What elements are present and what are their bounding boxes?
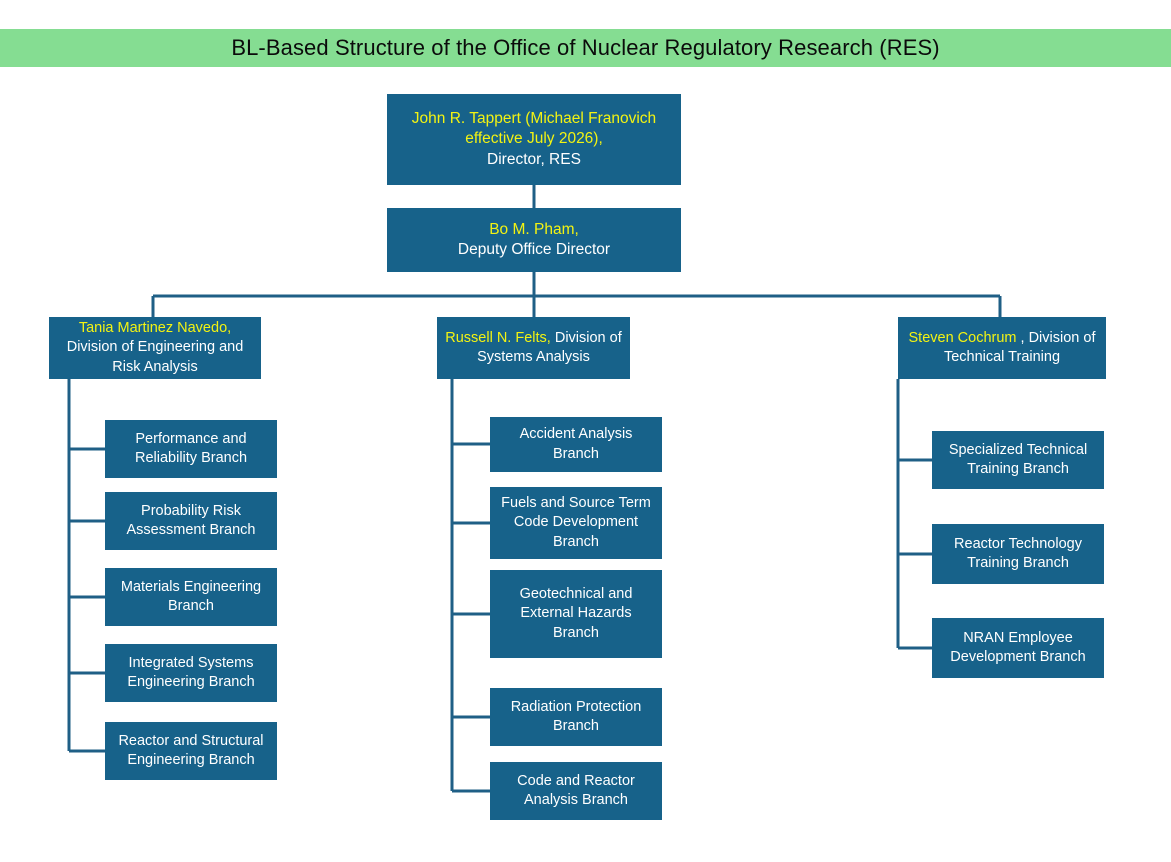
node-deputy-director[interactable]: Bo M. Pham, Deputy Office Director [387,208,681,272]
node-division-engineering-risk-analysis-name: Tania Martinez Navedo, [78,320,232,337]
node-branch-reactor-technology-training[interactable]: Reactor Technology Training Branch [932,524,1104,584]
node-branch-fuels-source-term-code-development-label: Fuels and Source Term Code Development B… [501,495,651,550]
node-director-name: John R. Tappert (Michael Franovich effec… [411,109,657,148]
node-branch-specialized-technical-training[interactable]: Specialized Technical Training Branch [932,431,1104,489]
node-branch-specialized-technical-training-label: Specialized Technical Training Branch [948,441,1088,477]
node-branch-reactor-technology-training-label: Reactor Technology Training Branch [954,535,1082,571]
node-branch-probability-risk-assessment[interactable]: Probability Risk Assessment Branch [105,492,277,550]
node-division-technical-training[interactable]: Steven Cochrum , Division of Technical T… [898,317,1106,379]
node-division-systems-analysis-name: Russell N. Felts, [445,329,555,346]
node-branch-accident-analysis-label: Accident Analysis Branch [519,426,633,462]
node-division-technical-training-role: , Division of Technical Training [943,329,1096,365]
node-branch-reactor-structural-engineering[interactable]: Reactor and Structural Engineering Branc… [105,722,277,780]
node-director-role: Director, RES [487,150,581,168]
node-branch-materials-engineering[interactable]: Materials Engineering Branch [105,568,277,626]
node-division-systems-analysis-role: Division of Systems Analysis [477,329,622,365]
node-branch-radiation-protection[interactable]: Radiation Protection Branch [490,688,662,746]
node-branch-fuels-source-term-code-development[interactable]: Fuels and Source Term Code Development B… [490,487,662,559]
node-division-engineering-risk-analysis[interactable]: Tania Martinez Navedo, Division of Engin… [49,317,261,379]
node-branch-geotechnical-external-hazards[interactable]: Geotechnical and External Hazards Branch [490,570,662,658]
node-branch-geotechnical-external-hazards-label: Geotechnical and External Hazards Branch [519,586,633,641]
node-branch-nran-employee-development[interactable]: NRAN Employee Development Branch [932,618,1104,678]
node-branch-code-reactor-analysis[interactable]: Code and Reactor Analysis Branch [490,762,662,820]
node-branch-integrated-systems-engineering-label: Integrated Systems Engineering Branch [127,654,255,690]
node-division-technical-training-name: Steven Cochrum [908,329,1017,346]
node-branch-materials-engineering-label: Materials Engineering Branch [120,578,262,614]
node-branch-accident-analysis[interactable]: Accident Analysis Branch [490,417,662,472]
node-deputy-director-name: Bo M. Pham, [489,220,579,238]
node-deputy-director-role: Deputy Office Director [457,241,611,258]
node-branch-radiation-protection-label: Radiation Protection Branch [510,698,642,734]
node-director[interactable]: John R. Tappert (Michael Franovich effec… [387,94,681,185]
node-branch-reactor-structural-engineering-label: Reactor and Structural Engineering Branc… [118,732,264,768]
node-branch-code-reactor-analysis-label: Code and Reactor Analysis Branch [517,772,635,808]
page-title: BL-Based Structure of the Office of Nucl… [231,35,940,60]
node-branch-integrated-systems-engineering[interactable]: Integrated Systems Engineering Branch [105,644,277,702]
node-branch-performance-reliability[interactable]: Performance and Reliability Branch [105,420,277,478]
chart-title-banner: BL-Based Structure of the Office of Nucl… [0,29,1171,67]
node-division-systems-analysis[interactable]: Russell N. Felts, Division of Systems An… [437,317,630,379]
node-branch-performance-reliability-label: Performance and Reliability Branch [134,430,248,466]
node-division-engineering-risk-analysis-role: Division of Engineering and Risk Analysi… [66,339,244,375]
node-branch-nran-employee-development-label: NRAN Employee Development Branch [950,629,1086,665]
node-branch-probability-risk-assessment-label: Probability Risk Assessment Branch [126,502,256,538]
